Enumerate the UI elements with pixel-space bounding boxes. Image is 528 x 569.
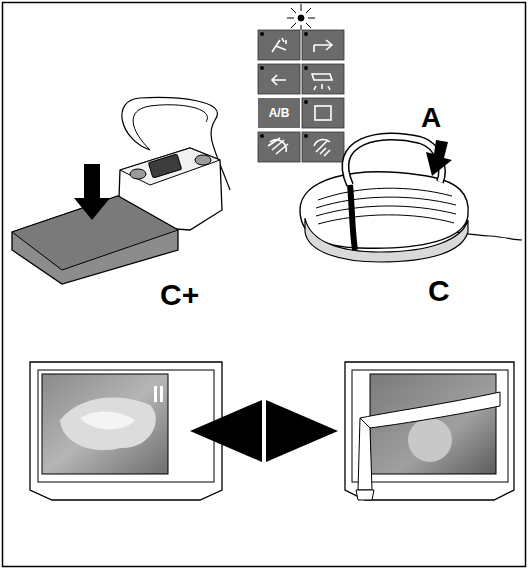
- panel-buttons: [258, 30, 344, 162]
- pedal-strap: [350, 185, 355, 250]
- panel-button: [302, 98, 344, 128]
- icon-back: [272, 75, 286, 85]
- press-arrow: [426, 140, 452, 176]
- button: [130, 169, 146, 179]
- icon-light: [312, 74, 332, 90]
- monitor: [345, 362, 514, 500]
- tooth-image: [80, 411, 135, 429]
- frame: [3, 3, 526, 567]
- intraoral-camera: [360, 392, 500, 428]
- pedal-body: [300, 172, 468, 248]
- console-top: [120, 148, 220, 185]
- panel-button: [302, 64, 344, 94]
- monitor-bezel: [38, 370, 214, 482]
- monitor-bezel: [352, 370, 508, 482]
- icon-lamp: [268, 138, 288, 154]
- panel-icons: [268, 38, 332, 156]
- camera-grip: [356, 490, 374, 500]
- unit-label: C+: [160, 280, 199, 310]
- tooth-image: [60, 397, 156, 450]
- icon-lamp: [314, 139, 330, 156]
- pedal-ribs: [316, 188, 456, 224]
- button-label: A/B: [269, 106, 290, 120]
- pedal-strap: [345, 136, 441, 185]
- camera-image: [42, 374, 168, 474]
- icon-spray: [272, 38, 286, 52]
- pedal-base: [305, 218, 468, 262]
- pause-symbol: [154, 386, 163, 402]
- tooth-image: [408, 418, 452, 462]
- panel-button: A/B: [258, 98, 300, 128]
- press-arrow: [74, 164, 110, 220]
- light-burst: [287, 4, 315, 30]
- panel: [256, 28, 348, 164]
- cable: [133, 105, 207, 150]
- panel-button: [258, 64, 300, 94]
- panel-button: [258, 30, 300, 60]
- unit-label: C: [428, 276, 450, 306]
- toggle-arrow: [266, 400, 338, 462]
- intraoral-camera: [358, 418, 372, 490]
- toggle-arrow: [190, 400, 262, 462]
- icon-square: [315, 106, 331, 120]
- button: [195, 155, 211, 165]
- callout-letter: A: [421, 104, 441, 132]
- joystick: [148, 154, 181, 178]
- icon-arrow: [314, 40, 332, 52]
- panel-button: [258, 132, 300, 162]
- panel-button: [302, 132, 344, 162]
- pedal-strap: [345, 136, 441, 185]
- panel-button: [302, 30, 344, 60]
